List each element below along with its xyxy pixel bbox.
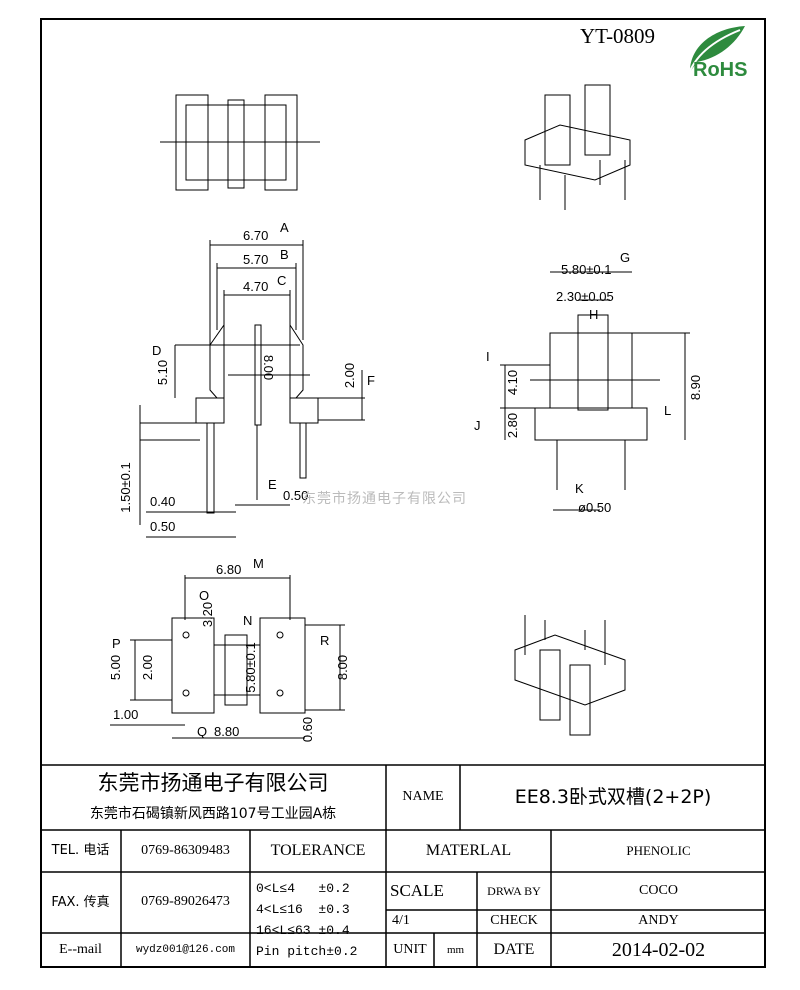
email-label: E--mail <box>59 942 102 958</box>
tolerance-label: TOLERANCE <box>270 841 366 859</box>
dim-d-tag: D <box>152 343 162 358</box>
dim-f-tag: F <box>367 373 375 388</box>
material-label: MATERLAL <box>425 841 512 859</box>
dim-q-tag: Q <box>197 724 208 739</box>
dim-slot: 2.00 <box>140 654 156 681</box>
dim-m: 6.80 <box>216 562 242 577</box>
dim-e-tag: E <box>268 477 277 492</box>
dim-o-tag: O <box>199 588 210 603</box>
dim-r: 8.00 <box>335 654 351 681</box>
unit-label: UNIT <box>393 942 427 958</box>
tolerance-row: 0<L≤4 ±0.2 <box>256 881 350 896</box>
part-code: YT-0809 <box>580 24 656 48</box>
date-label: DATE <box>493 941 535 959</box>
rohs-logo: RoHS <box>687 26 747 81</box>
sheet-border <box>40 18 766 968</box>
dim-e: 0.50 <box>283 488 309 503</box>
dim-k-tag: K <box>575 481 584 496</box>
date-value: 2014-02-02 <box>611 939 706 961</box>
tolerance-row: 16<L≤63 ±0.4 <box>256 923 350 938</box>
dim-i: 4.10 <box>505 369 521 396</box>
dim-l: 8.90 <box>688 374 704 401</box>
scale-value: 4/1 <box>392 913 410 929</box>
front-view <box>139 240 365 538</box>
dim-r-tag: R <box>320 633 330 648</box>
dim-b-tag: B <box>280 247 289 262</box>
tel-value: 0769-86309483 <box>141 842 230 858</box>
iso-view-top <box>524 84 631 210</box>
drawn-by-value: COCO <box>639 882 678 898</box>
dim-i-tag: I <box>486 349 490 364</box>
dim-p-tag: P <box>112 636 121 651</box>
dim-pin-width: 0.40 <box>150 494 176 509</box>
dim-k: ø0.50 <box>578 500 612 515</box>
dim-pin-space: 0.50 <box>150 519 176 534</box>
bottom-view <box>110 575 345 739</box>
dim-m-tag: M <box>253 556 264 571</box>
checked-by-value: ANDY <box>638 913 679 929</box>
dim-g-tag: G <box>620 250 631 265</box>
fax-value: 0769-89026473 <box>141 894 230 910</box>
iso-view-bottom <box>514 615 626 736</box>
top-view <box>160 94 320 191</box>
dim-g: 5.80±0.1 <box>561 262 612 277</box>
dim-b: 5.70 <box>243 252 269 267</box>
dim-l-tag: L <box>664 403 672 418</box>
dim-c-tag: C <box>277 273 287 288</box>
tolerance-row: Pin pitch±0.2 <box>256 944 358 959</box>
svg-text:RoHS: RoHS <box>693 59 747 81</box>
name-label: NAME <box>402 789 444 805</box>
dim-height: 8.00 <box>261 354 277 381</box>
dim-j-tag: J <box>474 418 481 433</box>
dim-offset: 1.00 <box>113 707 139 722</box>
dim-d: 5.10 <box>155 359 171 386</box>
company-name: 东莞市扬通电子有限公司 <box>97 770 329 795</box>
dim-j: 2.80 <box>505 412 521 439</box>
part-name: EE8.3卧式双槽(2+2P) <box>514 785 712 808</box>
dim-o: 3.20 <box>200 601 216 628</box>
dim-h-tag: H <box>589 307 599 322</box>
dim-a-tag: A <box>280 220 289 235</box>
drawn-by-label: DRWA BY <box>487 883 541 898</box>
dim-pad: 0.60 <box>300 716 316 743</box>
dim-p: 5.00 <box>108 654 124 681</box>
unit-value: mm <box>446 943 465 956</box>
side-view <box>500 271 690 511</box>
fax-label: FAX. 传真 <box>51 894 110 910</box>
dim-pin-length: 1.50±0.1 <box>117 462 133 513</box>
company-address: 东莞市石碣镇新风西路107号工业园A栋 <box>89 805 337 822</box>
email-value: wydz001@126.com <box>135 943 236 956</box>
material-value: PHENOLIC <box>626 843 691 859</box>
dim-c: 4.70 <box>243 279 269 294</box>
watermark: 东莞市扬通电子有限公司 <box>302 491 467 507</box>
title-block-grid <box>40 764 766 968</box>
dim-q: 8.80 <box>214 724 240 739</box>
scale-label: SCALE <box>390 881 444 901</box>
tolerance-row: 4<L≤16 ±0.3 <box>256 902 350 917</box>
check-label: CHECK <box>490 913 538 929</box>
dim-a: 6.70 <box>243 228 269 243</box>
dim-f: 2.00 <box>342 362 358 389</box>
dim-n-tag: N <box>243 613 253 628</box>
dim-n: 5.80±0.1 <box>242 642 258 693</box>
dim-h: 2.30±0.05 <box>556 289 614 304</box>
tel-label: TEL. 电话 <box>51 843 110 859</box>
